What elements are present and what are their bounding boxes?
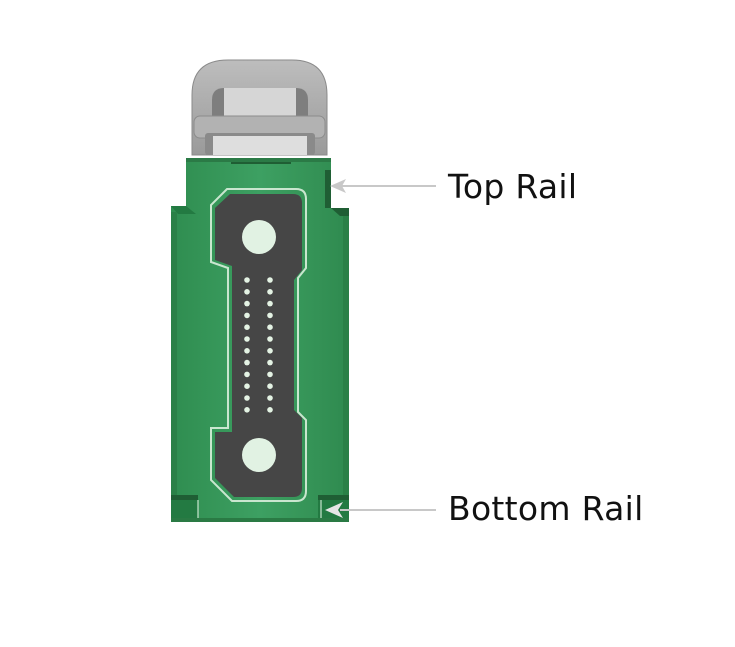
top-rail-label: Top Rail (448, 167, 578, 206)
pin (244, 324, 250, 331)
top-rail-arrow (330, 179, 436, 193)
pin (244, 383, 250, 390)
pin (267, 407, 273, 413)
pin (244, 289, 250, 295)
pin (244, 277, 250, 283)
latch (191, 59, 328, 156)
pin (267, 383, 273, 390)
pin (244, 348, 250, 354)
pin (244, 312, 250, 319)
pin (267, 348, 273, 354)
pin (267, 395, 273, 401)
bottom-rail-arrow (325, 502, 436, 518)
mounting-hole-bottom (242, 438, 276, 472)
pin (244, 371, 250, 378)
pin-array (244, 277, 273, 413)
pin (267, 277, 273, 283)
pin (244, 336, 250, 342)
pin (267, 289, 273, 295)
pin (267, 359, 273, 366)
pin (267, 371, 273, 378)
pin (244, 300, 250, 307)
pin (267, 312, 273, 319)
pin (267, 336, 273, 342)
pin (244, 407, 250, 413)
mounting-hole-top (242, 220, 276, 254)
contact-panel (210, 188, 307, 502)
pin (267, 300, 273, 307)
pin (267, 324, 273, 331)
bottom-rail-label: Bottom Rail (448, 489, 644, 528)
pin (244, 359, 250, 366)
pin (244, 395, 250, 401)
